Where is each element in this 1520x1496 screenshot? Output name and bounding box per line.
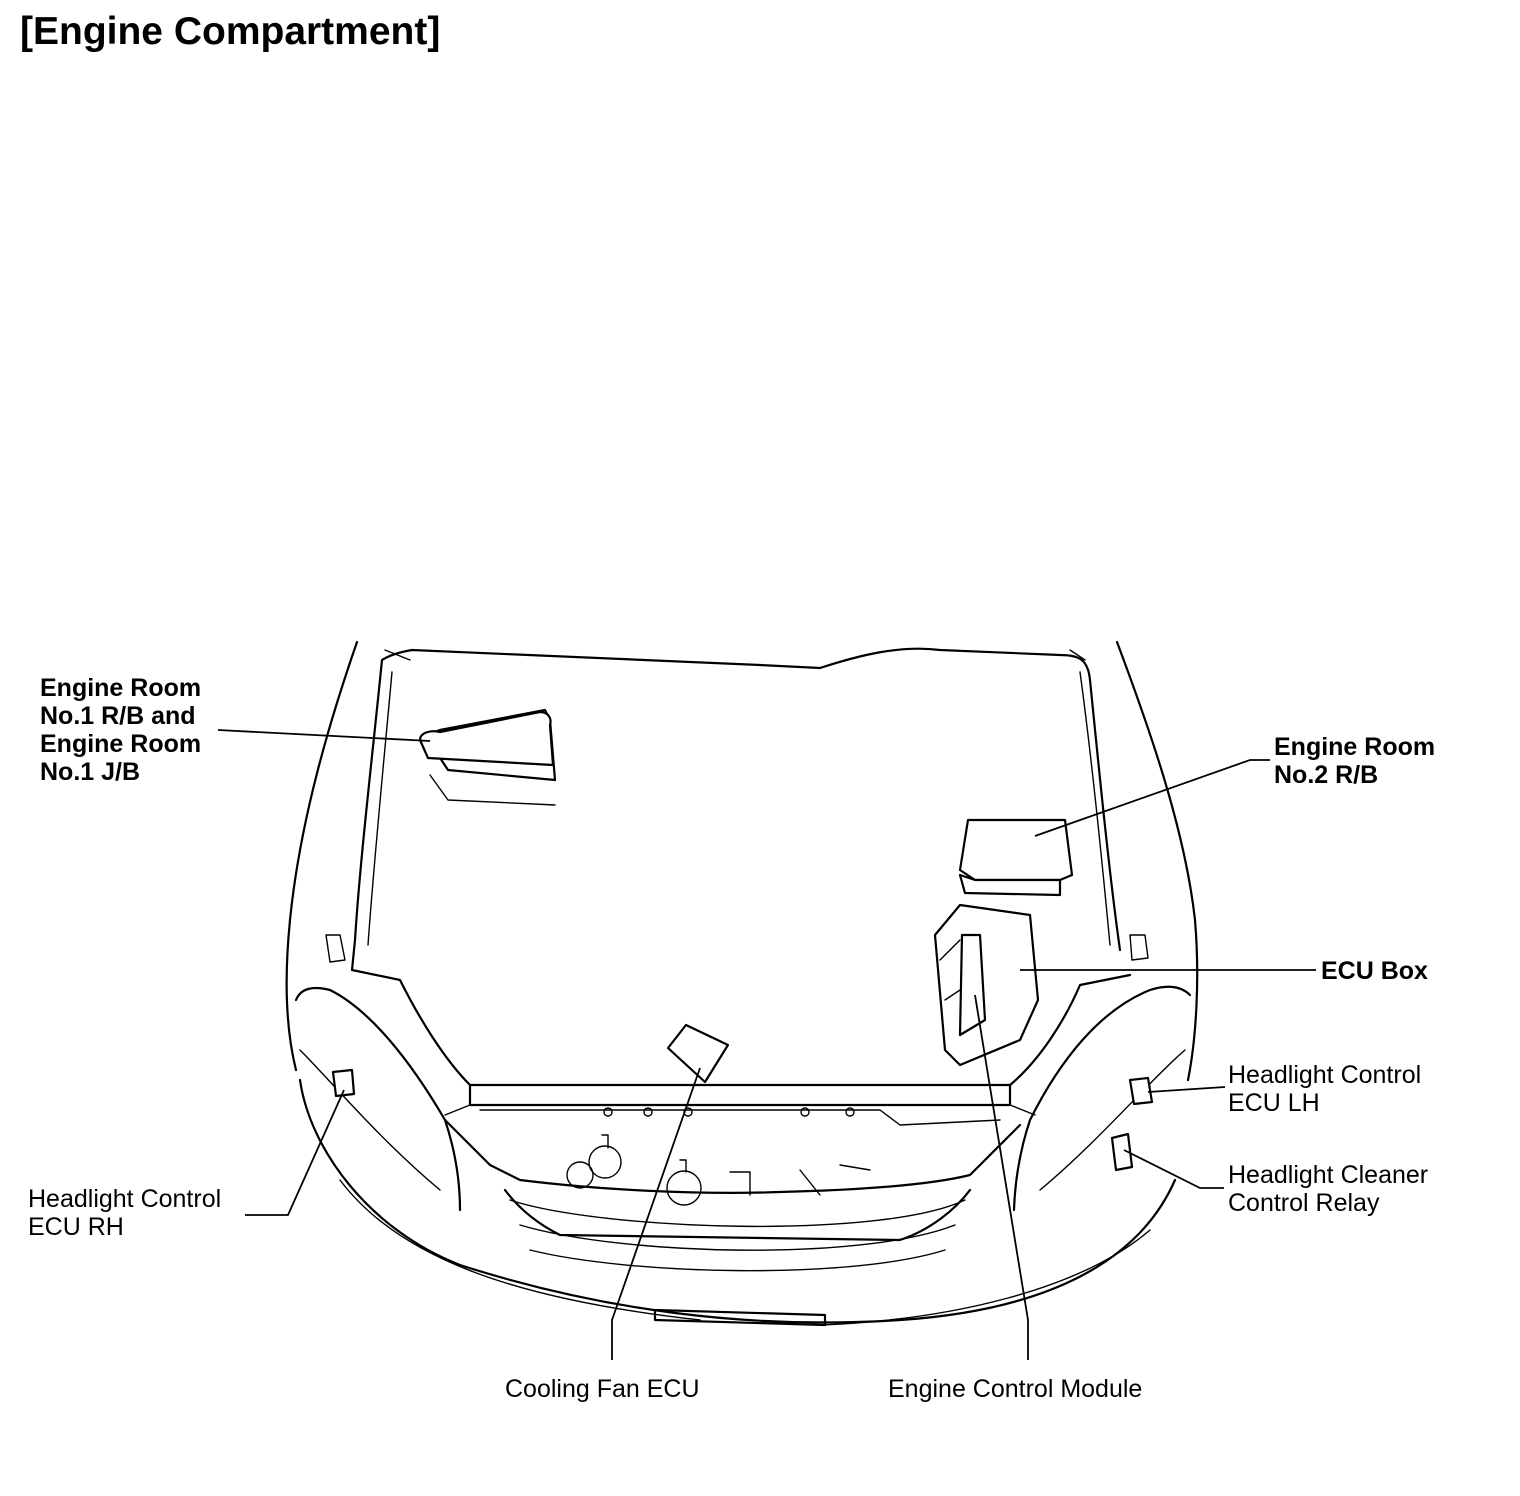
headlight-control-ecu-rh-module bbox=[331, 1068, 356, 1098]
page-title: [Engine Compartment] bbox=[20, 10, 441, 53]
radiator-support bbox=[443, 1083, 1036, 1206]
leader-cooling-fan-ecu bbox=[611, 1067, 701, 1360]
leader-headlight-control-lh bbox=[1147, 1086, 1226, 1093]
label-headlight-control-lh: Headlight Control ECU LH bbox=[1228, 1061, 1422, 1117]
label-cooling-fan-ecu: Cooling Fan ECU bbox=[505, 1375, 700, 1403]
headlight-control-ecu-lh-module bbox=[1128, 1076, 1154, 1106]
label-engine-control-module: Engine Control Module bbox=[888, 1375, 1143, 1403]
engine-room-no2-rb-box bbox=[958, 818, 1074, 897]
label-headlight-cleaner-relay: Headlight Cleaner Control Relay bbox=[1228, 1161, 1429, 1217]
headlight-right-outline bbox=[1012, 985, 1192, 1212]
label-engine-room-no2: Engine Room No.2 R/B bbox=[1274, 733, 1436, 789]
front-grille bbox=[503, 1188, 972, 1327]
engine-room-no1-rb-jb-box bbox=[418, 708, 557, 806]
leader-engine-control-module bbox=[974, 994, 1029, 1360]
label-headlight-control-rh: Headlight Control ECU RH bbox=[28, 1185, 222, 1241]
leader-engine-room-no2 bbox=[1034, 759, 1270, 837]
label-engine-room-no1: Engine Room No.1 R/B and Engine Room No.… bbox=[40, 674, 202, 786]
car-body-outline bbox=[285, 640, 1199, 1326]
leader-headlight-control-rh bbox=[245, 1089, 345, 1216]
cooling-fan-ecu-module bbox=[666, 1023, 730, 1084]
ecu-box-housing bbox=[933, 903, 1040, 1067]
leader-headlight-cleaner-relay bbox=[1123, 1149, 1224, 1189]
headlight-left-outline bbox=[294, 986, 462, 1212]
hood-outline bbox=[325, 647, 1149, 1087]
label-ecu-box: ECU Box bbox=[1321, 957, 1428, 985]
headlight-cleaner-relay-module bbox=[1110, 1132, 1134, 1172]
leader-engine-room-no1 bbox=[217, 729, 431, 742]
